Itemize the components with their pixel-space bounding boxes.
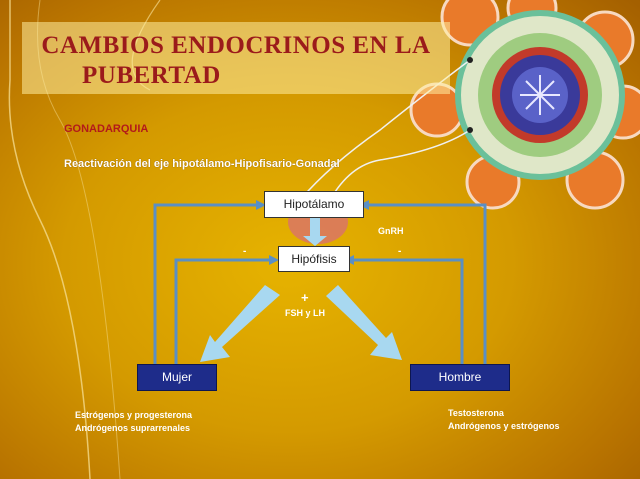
title-line-1: CAMBIOS ENDOCRINOS EN LA (41, 32, 431, 59)
plus-sign: + (301, 290, 309, 305)
title-box: CAMBIOS ENDOCRINOS EN LA PUBERTAD (22, 22, 450, 94)
node-hombre: Hombre (410, 364, 510, 391)
node-hipotalamo: Hipotálamo (264, 191, 364, 218)
mujer-hormone-1: Estrógenos y progesterona (75, 410, 193, 420)
minus-sign-left: - (243, 246, 247, 257)
description: Reactivación del eje hipotálamo-Hipofisa… (64, 158, 340, 170)
hombre-hormone-1: Testosterona (448, 408, 504, 418)
hombre-hormones: Testosterona Andrógenos y estrógenos (448, 407, 560, 433)
hombre-hormone-2: Andrógenos y estrógenos (448, 421, 560, 431)
cell-illustration-icon (299, 0, 640, 210)
gnrh-label: GnRH (378, 226, 404, 236)
mujer-hormones: Estrógenos y progesterona Andrógenos sup… (75, 409, 192, 435)
minus-sign-right: - (398, 246, 402, 257)
mujer-hormone-2: Andrógenos suprarrenales (75, 423, 191, 433)
fsh-lh-label: FSH y LH (285, 308, 326, 318)
node-hipofisis: Hipófisis (278, 246, 350, 272)
node-mujer: Mujer (137, 364, 217, 391)
title-line-2: PUBERTAD (82, 62, 221, 89)
subtitle: GONADARQUIA (64, 123, 149, 135)
